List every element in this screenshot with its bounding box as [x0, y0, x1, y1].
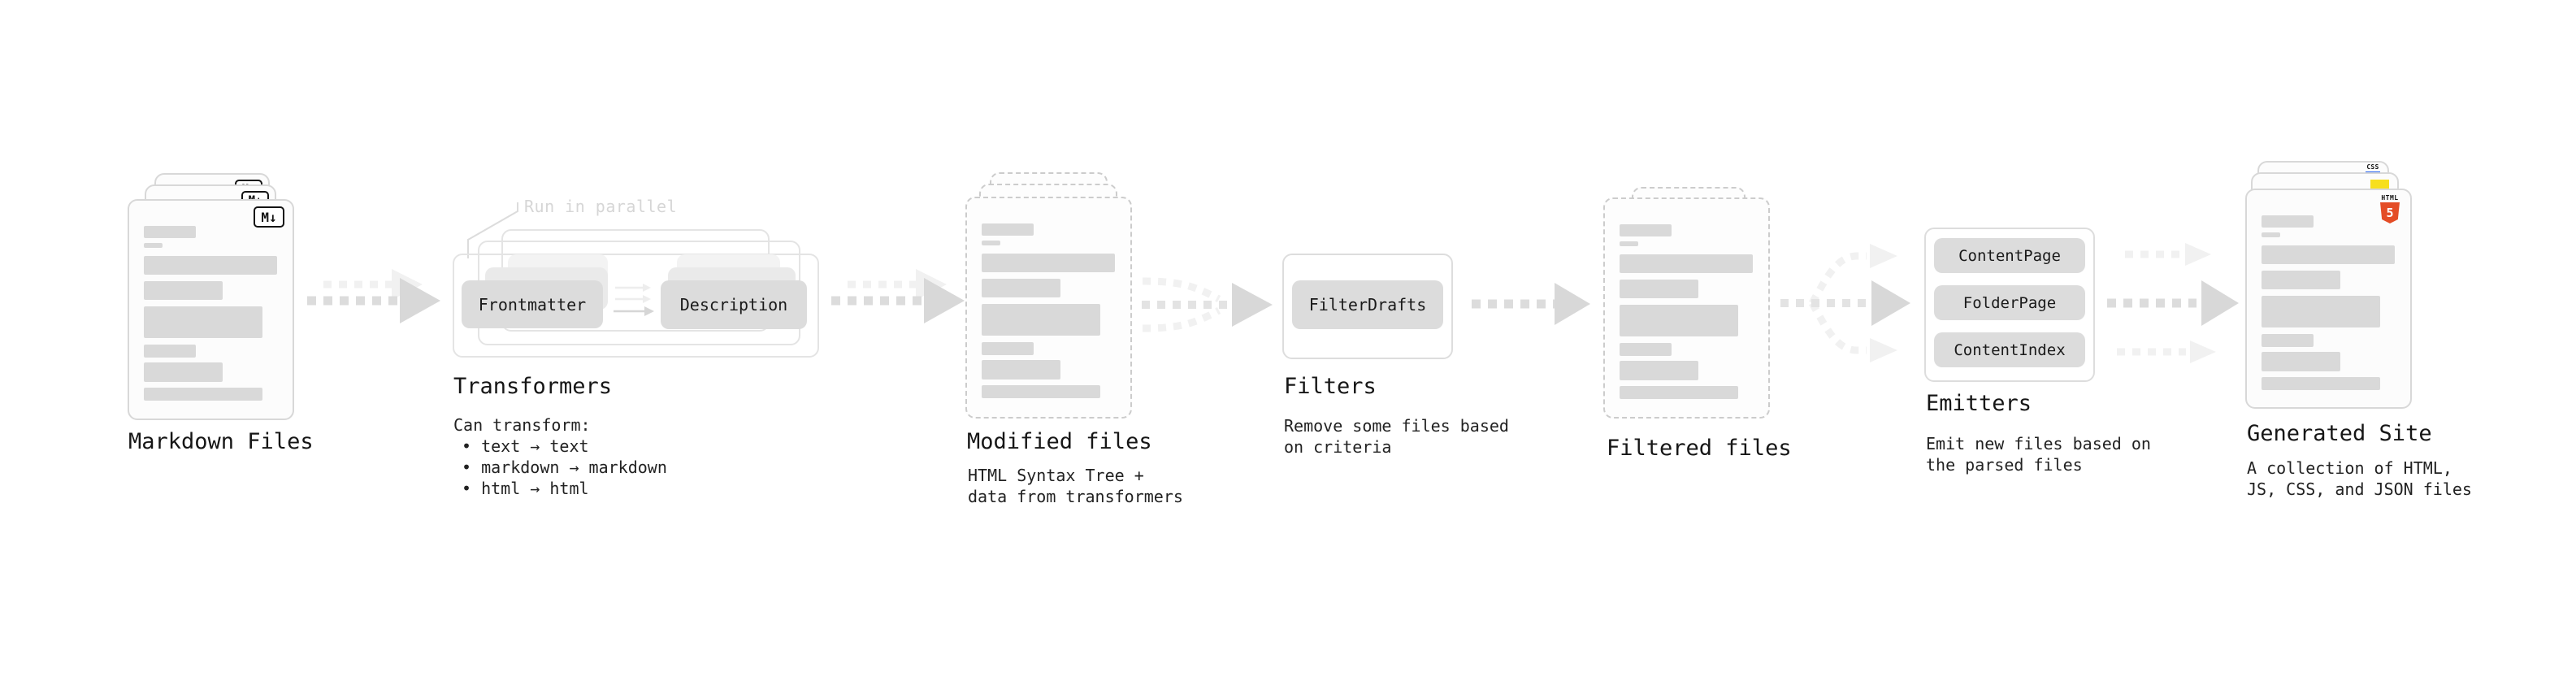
placeholder-text-bar — [1620, 280, 1698, 298]
content-page-pill-label: ContentPage — [1958, 246, 2061, 265]
placeholder-text-bar — [144, 256, 277, 275]
placeholder-text-bar — [2262, 232, 2280, 237]
placeholder-text-bar — [2262, 377, 2380, 390]
arrow-modified-to-filters — [1142, 277, 1273, 332]
placeholder-text-bar — [144, 281, 223, 300]
content-index-pill-label: ContentIndex — [1954, 340, 2066, 359]
arrow-emitters-to-generated — [2107, 243, 2239, 363]
stage-title-filtered-files: Filtered files — [1607, 436, 1792, 461]
placeholder-text-bar — [1620, 386, 1738, 399]
transformers-lead: Can transform: — [453, 415, 591, 435]
stage-title-markdown-files: Markdown Files — [128, 429, 314, 454]
placeholder-text-bar — [144, 243, 163, 248]
transformers-description: Can transform: • text → text • markdown … — [453, 414, 667, 499]
placeholder-text-bar — [144, 345, 196, 358]
placeholder-text-bar — [982, 385, 1100, 398]
modified-files-desc-line: HTML Syntax Tree + — [968, 466, 1144, 485]
placeholder-text-bar — [1620, 224, 1672, 236]
css-icon-label: CSS — [2366, 163, 2379, 171]
placeholder-text-bar — [2262, 334, 2314, 347]
placeholder-text-bar — [144, 226, 196, 238]
placeholder-text-bar — [1620, 305, 1738, 336]
html5-icon: HTML 5 — [2379, 194, 2400, 223]
placeholder-text-bar — [2262, 352, 2340, 371]
transformer-outline-front — [453, 254, 819, 358]
filters-desc-line: Remove some files based — [1284, 416, 1509, 436]
annotation-leader-line — [467, 202, 518, 258]
placeholder-text-bar — [144, 362, 223, 382]
filter-drafts-pill: FilterDrafts — [1292, 280, 1443, 329]
placeholder-text-bar — [1620, 254, 1753, 273]
placeholder-text-bar — [2262, 296, 2380, 327]
placeholder-text-bar — [144, 306, 262, 338]
content-page-pill: ContentPage — [1934, 238, 2085, 273]
modified-files-description: HTML Syntax Tree + data from transformer… — [968, 465, 1183, 507]
markdown-file-card-front: M↓ — [128, 199, 294, 420]
html5-icon-number: 5 — [2386, 206, 2394, 220]
transform-bullet: • html → html — [462, 479, 589, 498]
placeholder-text-bar — [982, 254, 1115, 272]
emitters-desc-line: Emit new files based on — [1926, 434, 2151, 453]
file-content-placeholder — [2247, 190, 2410, 407]
arrow-markdown-to-transformers — [307, 269, 440, 323]
stage-title-generated-site: Generated Site — [2247, 421, 2432, 446]
markdown-icon-glyph: M↓ — [261, 209, 277, 225]
placeholder-text-bar — [982, 304, 1100, 336]
file-content-placeholder — [967, 198, 1130, 417]
placeholder-text-bar — [1620, 361, 1698, 380]
arrow-filtered-to-emitters — [1780, 244, 1910, 362]
html5-icon-shield: 5 — [2380, 202, 2400, 223]
placeholder-text-bar — [1620, 241, 1638, 246]
stage-title-filters: Filters — [1284, 374, 1377, 399]
filter-drafts-pill-label: FilterDrafts — [1308, 295, 1427, 314]
arrow-transformers-to-modified — [831, 269, 965, 323]
filters-desc-line: on criteria — [1284, 437, 1392, 457]
generated-site-description: A collection of HTML, JS, CSS, and JSON … — [2247, 458, 2472, 500]
generated-file-card-html: HTML 5 — [2245, 189, 2412, 409]
modified-file-card-front — [965, 197, 1132, 419]
placeholder-text-bar — [982, 360, 1060, 380]
transform-bullet: • text → text — [462, 436, 589, 456]
folder-page-pill-label: FolderPage — [1962, 293, 2057, 312]
generated-site-desc-line: JS, CSS, and JSON files — [2247, 479, 2472, 499]
transform-bullet: • markdown → markdown — [462, 458, 667, 477]
placeholder-text-bar — [1620, 343, 1672, 356]
js-icon — [2370, 180, 2389, 189]
description-pill-label: Description — [679, 295, 788, 314]
content-index-pill: ContentIndex — [1934, 332, 2085, 367]
folder-page-pill: FolderPage — [1934, 285, 2085, 320]
placeholder-text-bar — [2262, 271, 2340, 289]
placeholder-text-bar — [982, 342, 1034, 355]
modified-files-desc-line: data from transformers — [968, 487, 1183, 506]
stage-title-emitters: Emitters — [1926, 391, 2032, 416]
file-content-placeholder — [1605, 199, 1768, 417]
placeholder-text-bar — [982, 223, 1034, 236]
placeholder-text-bar — [2262, 245, 2395, 264]
frontmatter-pill: Frontmatter — [462, 280, 603, 328]
placeholder-text-bar — [2262, 215, 2314, 228]
filtered-file-card-front — [1603, 197, 1770, 419]
placeholder-text-bar — [144, 388, 262, 401]
file-content-placeholder — [129, 201, 293, 419]
emitters-description: Emit new files based on the parsed files — [1926, 433, 2151, 475]
filters-description: Remove some files based on criteria — [1284, 415, 1509, 458]
placeholder-text-bar — [982, 241, 1000, 245]
arrow-filters-to-filtered — [1472, 283, 1590, 325]
parallel-step-arrows — [614, 284, 654, 316]
placeholder-text-bar — [982, 279, 1060, 297]
html5-icon-label: HTML — [2381, 194, 2399, 202]
markdown-icon: M↓ — [254, 206, 284, 228]
stage-title-transformers: Transformers — [453, 374, 613, 399]
generated-site-desc-line: A collection of HTML, — [2247, 458, 2452, 478]
description-pill: Description — [661, 280, 807, 329]
run-in-parallel-annotation: Run in parallel — [524, 197, 678, 216]
frontmatter-pill-label: Frontmatter — [478, 294, 587, 314]
emitters-desc-line: the parsed files — [1926, 455, 2083, 475]
stage-title-modified-files: Modified files — [967, 429, 1152, 454]
